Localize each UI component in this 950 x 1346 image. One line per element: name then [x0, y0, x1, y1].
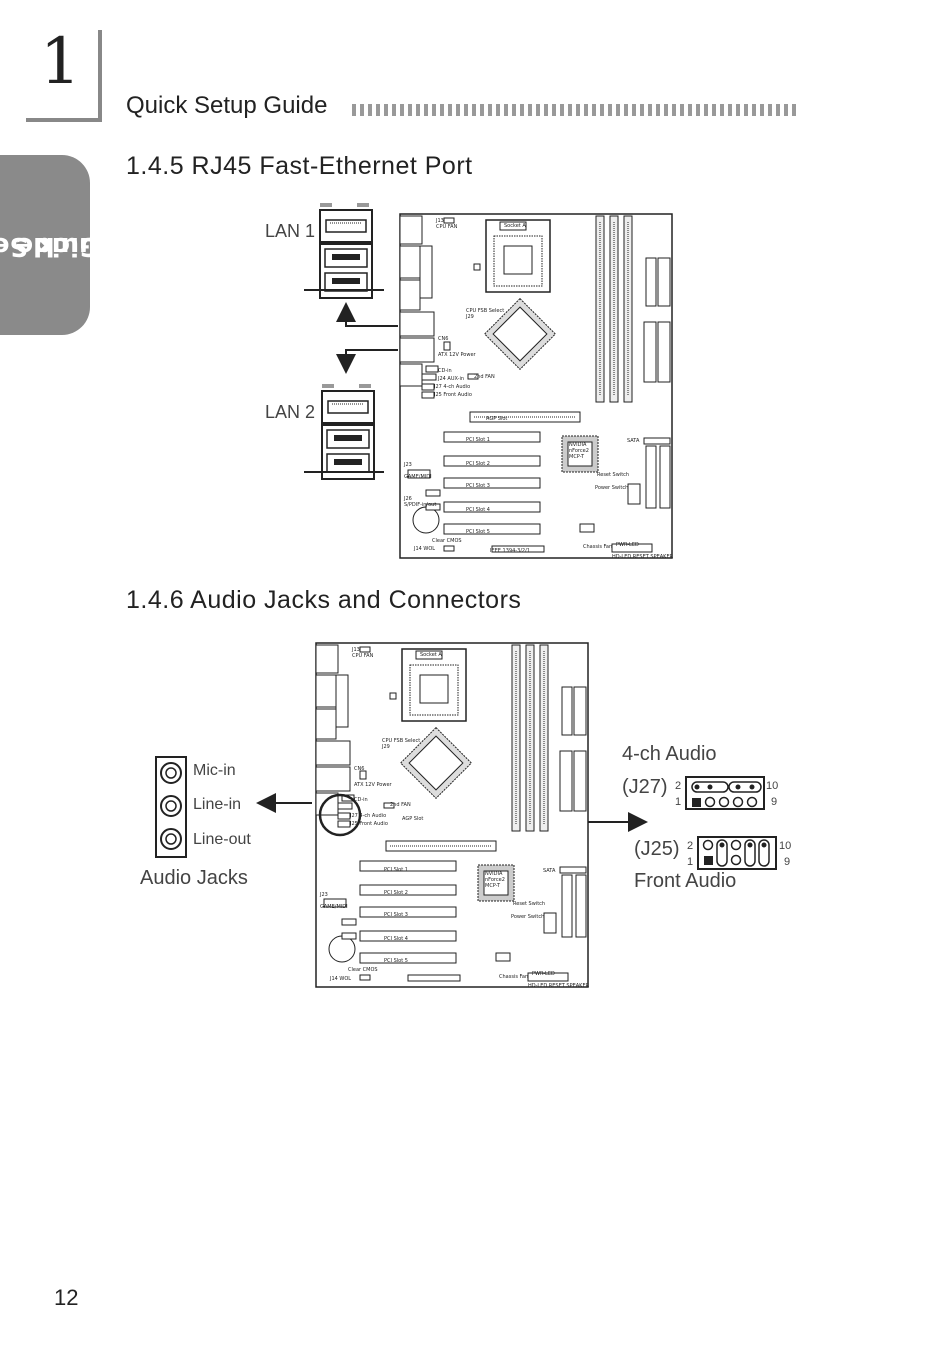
svg-text:J14 WOL: J14 WOL [413, 546, 435, 552]
jack-label-line-in: Line-in [193, 796, 242, 813]
svg-text:PCI Slot 1: PCI Slot 1 [466, 437, 490, 443]
svg-text:PCI Slot 1: PCI Slot 1 [384, 867, 408, 873]
svg-text:Chassis Fan: Chassis Fan [499, 974, 528, 980]
side-tab [0, 155, 90, 335]
lan1-connector-icon [319, 203, 373, 299]
svg-text:Clear CMOS: Clear CMOS [432, 538, 462, 544]
svg-text:PCI Slot 4: PCI Slot 4 [466, 507, 490, 513]
audio-jacks-caption: Audio Jacks [140, 867, 248, 889]
svg-text:J25 Front Audio: J25 Front Audio [433, 392, 472, 398]
svg-text:J25 Front Audio: J25 Front Audio [349, 821, 388, 827]
svg-text:PCI Slot 2: PCI Slot 2 [384, 890, 408, 896]
header-title: Quick Setup Guide [126, 92, 328, 119]
svg-text:Power Switch: Power Switch [511, 914, 544, 920]
svg-text:CPU FSB Select: CPU FSB Select [466, 308, 504, 314]
svg-text:HD-LED RESET SPEAKER: HD-LED RESET SPEAKER [528, 983, 590, 989]
svg-text:ATX 12V Power: ATX 12V Power [354, 782, 393, 788]
svg-text:ATX 12V Power: ATX 12V Power [438, 352, 477, 358]
j25-title: Front Audio [634, 870, 737, 892]
pin-label-10b: 10 [779, 840, 792, 852]
svg-text:Socket A: Socket A [420, 652, 442, 658]
jack-label-line-out: Line-out [193, 831, 251, 848]
svg-text:J27 4-ch Audio: J27 4-ch Audio [349, 813, 386, 819]
pin-label-1: 1 [675, 796, 682, 808]
svg-text:J13: J13 [435, 218, 444, 224]
lan2-connector-icon [321, 384, 375, 480]
svg-text:PWR-LED: PWR-LED [616, 542, 639, 548]
svg-text:MCP-T: MCP-T [569, 454, 585, 460]
svg-text:NVIDIA: NVIDIA [485, 871, 503, 877]
svg-text:J29: J29 [465, 314, 474, 320]
svg-text:CN6: CN6 [354, 766, 364, 772]
svg-text:Power Switch: Power Switch [595, 485, 628, 491]
lan2-label: LAN 2 [265, 402, 316, 422]
j27-pin-header [685, 776, 765, 810]
svg-text:Reset Switch: Reset Switch [513, 901, 545, 907]
svg-text:J13: J13 [351, 647, 360, 653]
audio-jacks-icon [155, 756, 187, 858]
svg-text:PCI Slot 5: PCI Slot 5 [466, 529, 490, 535]
svg-text:J29: J29 [381, 744, 390, 750]
svg-text:Chassis Fan: Chassis Fan [583, 544, 612, 550]
pin-label-9b: 9 [784, 856, 791, 868]
svg-text:2nd FAN: 2nd FAN [474, 374, 495, 380]
svg-text:PWR-LED: PWR-LED [532, 971, 555, 977]
svg-text:AGP Slot: AGP Slot [486, 416, 507, 422]
pin-label-9: 9 [771, 796, 778, 808]
section-1-title: 1.4.5 RJ45 Fast-Ethernet Port [126, 152, 473, 180]
svg-text:SATA: SATA [627, 438, 640, 444]
svg-text:MCP-T: MCP-T [485, 883, 501, 889]
svg-text:PCI Slot 5: PCI Slot 5 [384, 958, 408, 964]
svg-text:AGP Slot: AGP Slot [402, 816, 423, 822]
lan1-label: LAN 1 [265, 221, 316, 241]
svg-text:PCI Slot 2: PCI Slot 2 [466, 461, 490, 467]
svg-text:PCI Slot 4: PCI Slot 4 [384, 936, 408, 942]
svg-text:nForce2: nForce2 [569, 448, 589, 454]
svg-text:HD-LED RESET SPEAKER: HD-LED RESET SPEAKER [612, 554, 674, 560]
j25-pin-header [697, 836, 777, 870]
j25-label: (J25) [634, 838, 680, 860]
svg-text:S/PDIF-in/out: S/PDIF-in/out [404, 502, 436, 508]
section-2-title: 1.4.6 Audio Jacks and Connectors [126, 586, 522, 614]
chapter-divider [98, 30, 102, 122]
page-number: 12 [54, 1285, 79, 1310]
motherboard-diagram-1: Socket A J13 CPU FAN CPU FSB Select J29 … [399, 213, 674, 560]
svg-text:J24 AUX-in: J24 AUX-in [437, 376, 464, 382]
chapter-underline [26, 118, 102, 122]
pin-label-1b: 1 [687, 856, 694, 868]
svg-text:CPU FAN: CPU FAN [436, 224, 458, 230]
svg-text:Clear CMOS: Clear CMOS [348, 967, 378, 973]
svg-text:J23: J23 [403, 462, 412, 468]
svg-text:CPU FSB Select: CPU FSB Select [382, 738, 420, 744]
svg-text:2nd FAN: 2nd FAN [390, 802, 411, 808]
chapter-number: 1 [40, 25, 81, 99]
svg-text:J27 4-ch Audio: J27 4-ch Audio [433, 384, 470, 390]
svg-text:J23: J23 [319, 892, 328, 898]
svg-text:Socket A: Socket A [504, 223, 526, 229]
svg-text:J26: J26 [403, 496, 412, 502]
svg-text:Reset Switch: Reset Switch [597, 472, 629, 478]
j27-title: 4-ch Audio [622, 743, 717, 765]
motherboard-diagram-2: Socket A J13 CPU FAN CPU FSB Select J29 … [315, 642, 590, 989]
svg-text:CD-in: CD-in [438, 368, 452, 374]
svg-text:CN6: CN6 [438, 336, 448, 342]
pin-label-10: 10 [766, 780, 779, 792]
svg-text:CD-in: CD-in [354, 797, 368, 803]
jack-label-mic-in: Mic-in [193, 762, 236, 779]
svg-text:SATA: SATA [543, 868, 556, 874]
j27-label: (J27) [622, 776, 668, 798]
svg-text:IEEE 1394-3/2/1: IEEE 1394-3/2/1 [490, 548, 530, 554]
svg-text:PCI Slot 3: PCI Slot 3 [466, 483, 490, 489]
pin-label-2: 2 [675, 780, 682, 792]
svg-text:NVIDIA: NVIDIA [569, 442, 587, 448]
svg-text:nForce2: nForce2 [485, 877, 505, 883]
svg-text:GAME/MIDI: GAME/MIDI [320, 904, 348, 910]
header-dotted-rule [352, 104, 800, 116]
svg-text:CPU FAN: CPU FAN [352, 653, 374, 659]
svg-text:J14 WOL: J14 WOL [329, 976, 351, 982]
pin-label-2b: 2 [687, 840, 694, 852]
svg-text:PCI Slot 3: PCI Slot 3 [384, 912, 408, 918]
svg-text:GAME/MIDI: GAME/MIDI [404, 474, 432, 480]
